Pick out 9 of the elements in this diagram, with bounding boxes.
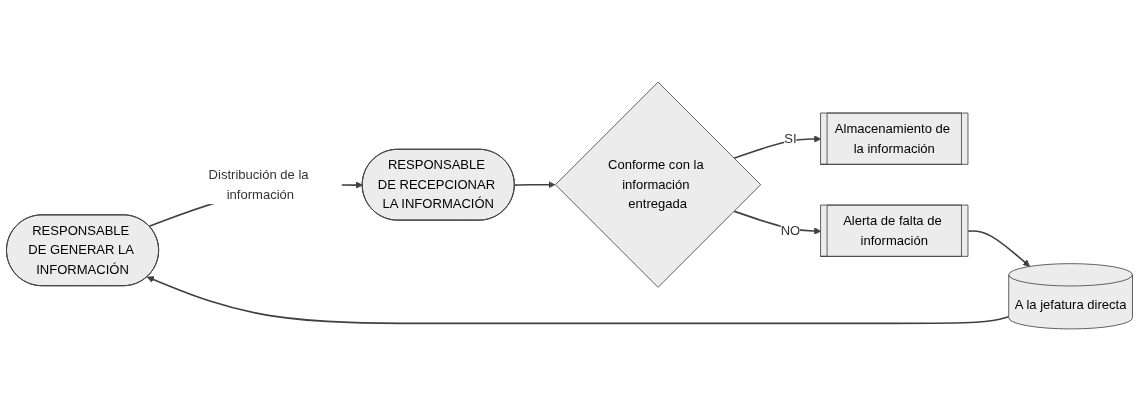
edge-label: SI <box>784 131 797 146</box>
arrow <box>513 181 556 189</box>
arrow <box>146 276 1010 325</box>
edge-label: NO <box>780 223 801 238</box>
arrow <box>967 230 1030 267</box>
node-diamond: Conforme con la información entregada <box>555 81 762 288</box>
arrow <box>733 210 822 235</box>
edge-label: Distribución de la información <box>208 167 309 201</box>
arrow <box>733 135 822 160</box>
